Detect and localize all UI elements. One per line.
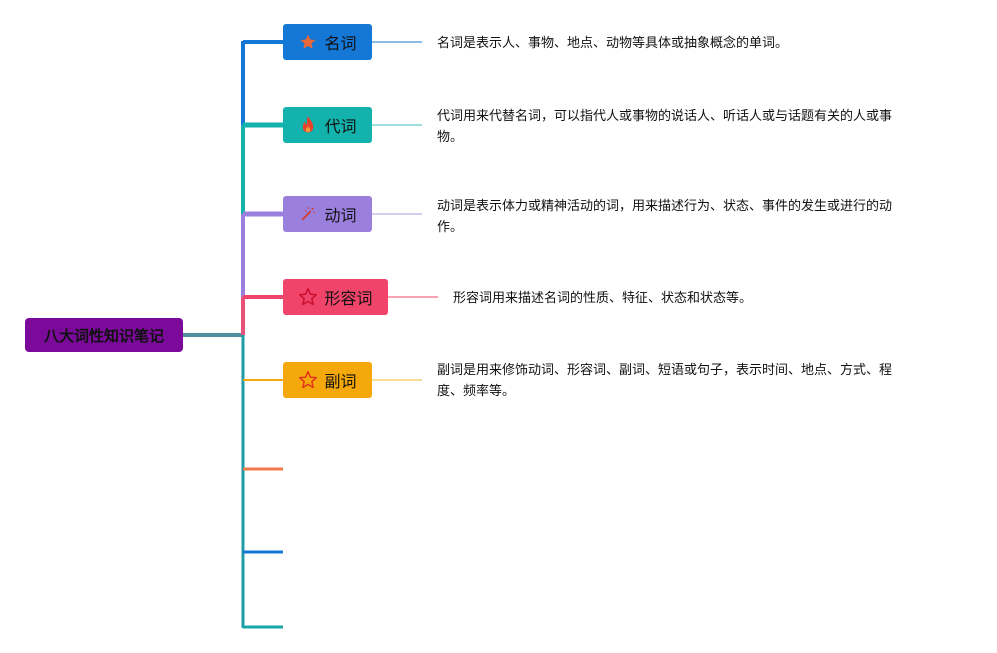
star-outline-icon: [298, 370, 318, 390]
branch-label-verb: 动词: [324, 206, 357, 225]
branch-node-noun[interactable]: 名词: [283, 24, 372, 60]
branch-node-adverb[interactable]: 副词: [283, 362, 372, 398]
description-verb-line-2: 作。: [437, 220, 464, 235]
branch-label-pronoun: 代词: [324, 117, 357, 136]
description-verb: 动词是表示体力或精神活动的词，用来描述行为、状态、事件的发生或进行的动 作。: [437, 196, 957, 238]
branch-label-noun: 名词: [324, 34, 357, 53]
description-adjective-text: 形容词用来描述名词的性质、特征、状态和状态等。: [453, 291, 753, 306]
description-noun-text: 名词是表示人、事物、地点、动物等具体或抽象概念的单词。: [437, 36, 789, 51]
description-verb-line-1: 动词是表示体力或精神活动的词，用来描述行为、状态、事件的发生或进行的动: [437, 199, 893, 214]
description-pronoun-line-2: 物。: [437, 130, 464, 145]
description-adjective: 形容词用来描述名词的性质、特征、状态和状态等。: [453, 288, 953, 309]
description-pronoun: 代词用来代替名词，可以指代人或事物的说话人、听话人或与话题有关的人或事 物。: [437, 106, 957, 148]
star-filled-icon: [298, 32, 318, 52]
description-noun: 名词是表示人、事物、地点、动物等具体或抽象概念的单词。: [437, 33, 957, 54]
branch-node-adjective[interactable]: 形容词: [283, 279, 388, 315]
root-topic-label: 八大词性知识笔记: [43, 326, 164, 345]
root-topic[interactable]: 八大词性知识笔记: [25, 318, 183, 352]
description-adverb-line-2: 度、频率等。: [437, 384, 516, 399]
star-outline-icon: [298, 287, 318, 307]
branch-label-adjective: 形容词: [324, 289, 373, 308]
branch-node-pronoun[interactable]: 代词: [283, 107, 372, 143]
flame-icon: [298, 115, 318, 135]
description-adverb: 副词是用来修饰动词、形容词、副词、短语或句子，表示时间、地点、方式、程 度、频率…: [437, 360, 957, 402]
description-pronoun-line-1: 代词用来代替名词，可以指代人或事物的说话人、听话人或与话题有关的人或事: [437, 109, 893, 124]
branch-node-verb[interactable]: 动词: [283, 196, 372, 232]
magic-wand-icon: [298, 204, 318, 224]
description-adverb-line-1: 副词是用来修饰动词、形容词、副词、短语或句子，表示时间、地点、方式、程: [437, 363, 893, 378]
branch-label-adverb: 副词: [324, 372, 357, 391]
